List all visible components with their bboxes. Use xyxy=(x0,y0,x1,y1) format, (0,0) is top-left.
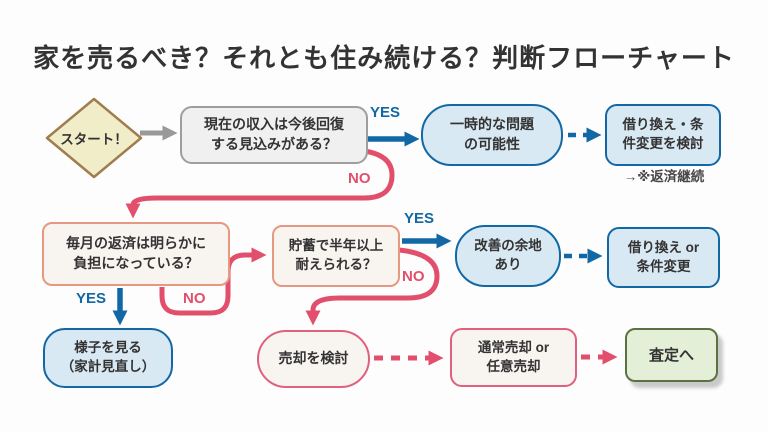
arrow-no-income-to-burden xyxy=(125,148,395,219)
node-go-to-appraisal: 査定へ xyxy=(625,328,718,382)
arrow-no-savings-to-consider-sale xyxy=(305,247,440,326)
node-wait-and-see: 様子を見る （家計見直し） xyxy=(43,328,173,388)
label-yes-burden: YES xyxy=(76,290,107,307)
arrow-no-burden-to-savings xyxy=(159,247,267,316)
node-start: スタート！ xyxy=(45,97,143,179)
node-sale-types: 通常売却 or 任意売却 xyxy=(450,328,577,387)
node-question-monthly-burden: 毎月の返済は明らかに 負担になっている？ xyxy=(42,222,230,286)
node-temporary-problem: 一時的な問題 の可能性 xyxy=(421,104,563,166)
note-repayment-continues: →※返済継続 xyxy=(623,169,705,184)
node-refinance-review: 借り換え・条 件変更を検討 xyxy=(605,104,721,166)
label-yes-savings: YES xyxy=(404,210,435,227)
node-question-savings-endure: 貯蓄で半年以上 耐えられる？ xyxy=(272,225,400,287)
start-label: スタート！ xyxy=(60,132,128,147)
node-question-income-recovery: 現在の収入は今後回復 する見込みがある？ xyxy=(180,106,368,164)
node-consider-sale: 売却を検討 xyxy=(257,330,370,388)
label-no-burden: NO xyxy=(183,290,206,307)
node-room-for-improvement: 改善の余地 あり xyxy=(455,225,561,287)
page-title: 家を売るべき？それとも住み続ける？判断フローチャート xyxy=(33,43,735,73)
label-no-income: NO xyxy=(348,170,371,187)
node-refinance-or-change: 借り換え or 条件変更 xyxy=(607,227,720,288)
start-diamond-shape xyxy=(45,97,143,179)
label-yes-income: YES xyxy=(370,104,401,121)
label-no-savings: NO xyxy=(402,268,425,285)
